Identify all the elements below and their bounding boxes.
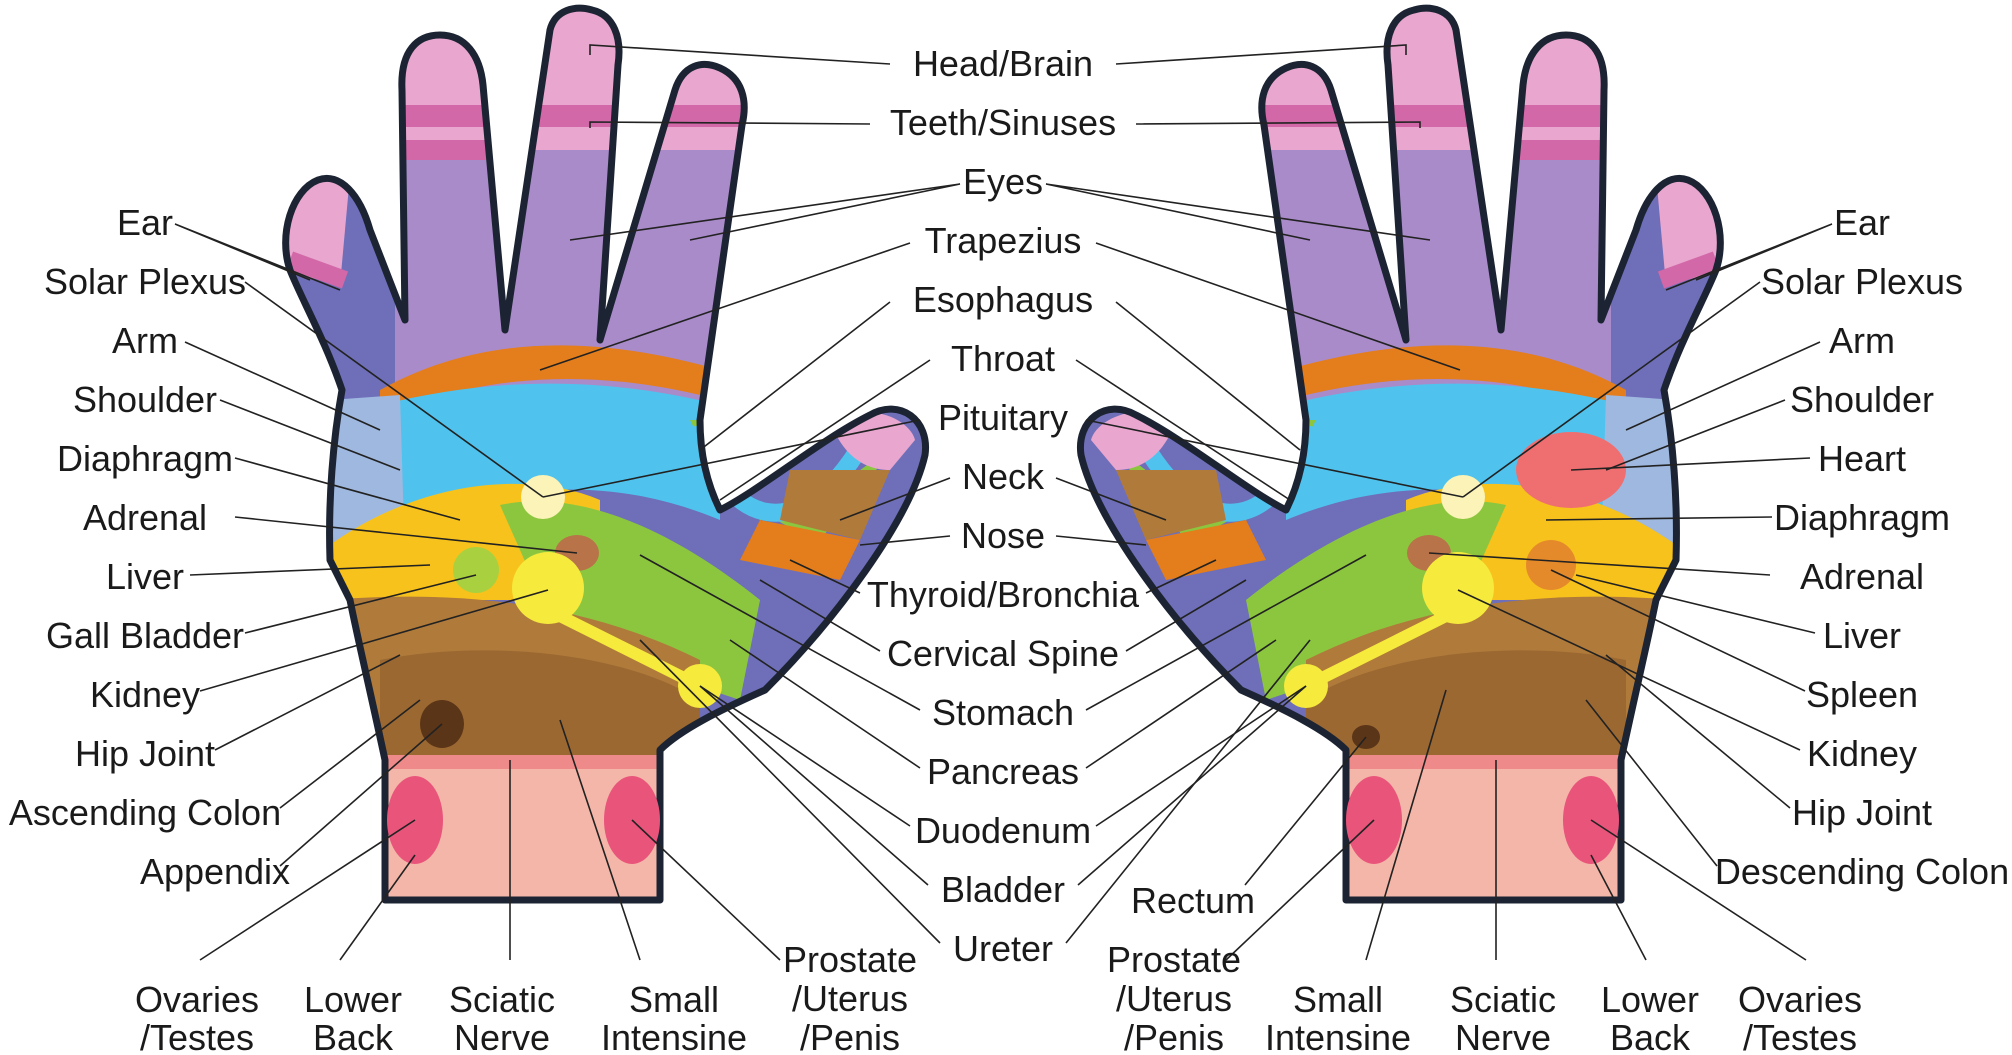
fingertip-zone	[0, 0, 1003, 150]
label-prostate-right-3: /Penis	[1124, 1017, 1224, 1055]
label-teeth-sinuses: Teeth/Sinuses	[890, 102, 1116, 143]
label-adrenal-left: Adrenal	[83, 497, 207, 538]
label-arm-left: Arm	[112, 320, 178, 361]
gall-bladder	[453, 547, 499, 593]
label-lower-back-right-2: Back	[1610, 1017, 1691, 1055]
label-diaphragm-left: Diaphragm	[57, 438, 233, 479]
label-kidney-right: Kidney	[1807, 733, 1917, 774]
label-throat: Throat	[951, 338, 1055, 379]
label-small-right-2: Intensine	[1265, 1017, 1411, 1055]
label-bladder: Bladder	[941, 869, 1065, 910]
label-hip-joint-left: Hip Joint	[75, 733, 215, 774]
fingertip-zone	[1003, 0, 2006, 150]
label-spleen-right: Spleen	[1806, 674, 1918, 715]
label-prostate-left-2: /Uterus	[792, 978, 908, 1019]
label-lower-back-left-2: Back	[313, 1017, 394, 1055]
label-nose: Nose	[961, 515, 1045, 556]
label-solar-plexus-left: Solar Plexus	[44, 261, 246, 302]
label-liver-left: Liver	[106, 556, 184, 597]
label-pituitary: Pituitary	[938, 397, 1068, 438]
label-ovaries-right-1: Ovaries	[1738, 979, 1862, 1020]
label-thyroid-bronchia: Thyroid/Bronchia	[867, 574, 1140, 615]
label-esophagus: Esophagus	[913, 279, 1093, 320]
label-liver-right: Liver	[1823, 615, 1901, 656]
label-diaphragm-right: Diaphragm	[1774, 497, 1950, 538]
label-ureter: Ureter	[953, 928, 1053, 969]
label-ovaries-left-2: /Testes	[140, 1017, 254, 1055]
label-trapezius: Trapezius	[925, 220, 1082, 261]
label-ear-right: Ear	[1834, 202, 1890, 243]
label-pancreas: Pancreas	[927, 751, 1079, 792]
label-lower-back-left-1: Lower	[304, 979, 402, 1020]
label-sciatic-left-1: Sciatic	[449, 979, 555, 1020]
label-kidney-left: Kidney	[90, 674, 200, 715]
bottom-left-labels: Ovaries /Testes Lower Back Sciatic Nerve…	[135, 939, 917, 1055]
label-lower-back-right-1: Lower	[1601, 979, 1699, 1020]
label-small-right-1: Small	[1293, 979, 1383, 1020]
label-duodenum: Duodenum	[915, 810, 1091, 851]
label-sciatic-right-1: Sciatic	[1450, 979, 1556, 1020]
label-head-brain: Head/Brain	[913, 43, 1093, 84]
label-ovaries-left-1: Ovaries	[135, 979, 259, 1020]
label-rectum-right: Rectum	[1131, 880, 1255, 921]
label-stomach: Stomach	[932, 692, 1074, 733]
label-heart-right: Heart	[1818, 438, 1906, 479]
wrist-band	[1276, 755, 1676, 769]
label-gall-bladder-left: Gall Bladder	[46, 615, 244, 656]
wrist-band	[330, 755, 730, 769]
left-hand-labels: Ear Solar Plexus Arm Shoulder Diaphragm …	[9, 202, 290, 892]
label-ear-left: Ear	[117, 202, 173, 243]
label-prostate-left-3: /Penis	[800, 1017, 900, 1055]
label-neck: Neck	[962, 456, 1045, 497]
label-prostate-right-1: Prostate	[1107, 939, 1241, 980]
label-appendix-left: Appendix	[140, 851, 290, 892]
label-ascending-colon-left: Ascending Colon	[9, 792, 281, 833]
label-adrenal-right: Adrenal	[1800, 556, 1924, 597]
label-eyes: Eyes	[963, 161, 1043, 202]
ring-tip-band	[1506, 140, 1626, 160]
label-small-left-1: Small	[629, 979, 719, 1020]
spleen	[1526, 540, 1576, 590]
label-small-left-2: Intensine	[601, 1017, 747, 1055]
bottom-right-labels: Prostate /Uterus /Penis Small Intensine …	[1107, 939, 1862, 1055]
label-sciatic-right-2: Nerve	[1455, 1017, 1551, 1055]
label-shoulder-right: Shoulder	[1790, 379, 1934, 420]
label-shoulder-left: Shoulder	[73, 379, 217, 420]
label-ovaries-right-2: /Testes	[1743, 1017, 1857, 1055]
label-arm-right: Arm	[1829, 320, 1895, 361]
label-sciatic-left-2: Nerve	[454, 1017, 550, 1055]
label-solar-plexus-right: Solar Plexus	[1761, 261, 1963, 302]
label-prostate-left-1: Prostate	[783, 939, 917, 980]
ring-tip-band	[380, 140, 500, 160]
label-cervical-spine: Cervical Spine	[887, 633, 1119, 674]
label-descending-colon-right: Descending Colon	[1715, 851, 2009, 892]
label-prostate-right-2: /Uterus	[1116, 978, 1232, 1019]
label-hip-joint-right: Hip Joint	[1792, 792, 1932, 833]
